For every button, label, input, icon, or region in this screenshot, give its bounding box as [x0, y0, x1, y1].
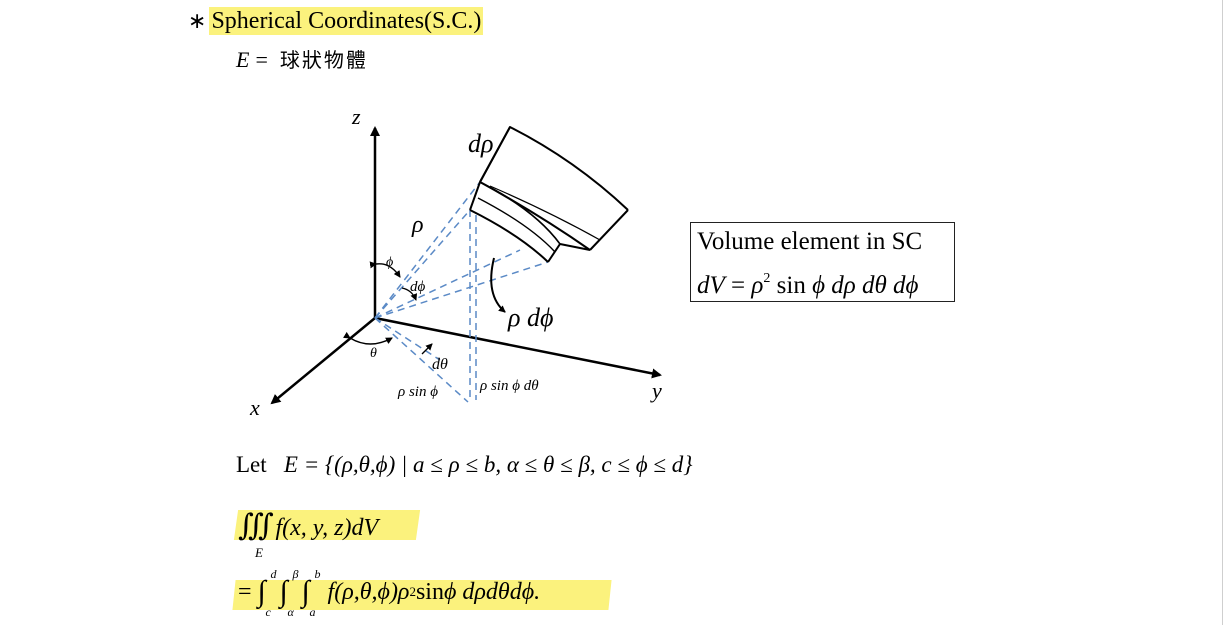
- rho-sinphi-label: ρ sin ϕ: [397, 384, 438, 400]
- volume-exponent: 2: [763, 271, 771, 286]
- section-heading: ∗ Spherical Coordinates(S.C.): [188, 6, 484, 36]
- volume-box-title: Volume element in SC: [697, 228, 923, 255]
- rho-dphi-label: ρ dϕ: [507, 303, 553, 332]
- volume-eq: =: [724, 272, 752, 299]
- page-edge: [1222, 0, 1223, 625]
- set-expression: E = {(ρ,θ,ϕ) | a ≤ ρ ≤ b, α ≤ θ ≤ β, c ≤…: [283, 452, 693, 477]
- iterated-exponent: 2: [409, 584, 416, 599]
- dtheta-arc: [421, 343, 433, 355]
- integral-region: E: [255, 545, 263, 560]
- asterisk-bullet: ∗: [188, 8, 207, 34]
- construction-lines: [374, 181, 549, 403]
- result-equals: =: [238, 578, 252, 605]
- drho-label: dρ: [468, 129, 493, 158]
- region-set-definition: Let E = {(ρ,θ,ϕ) | a ≤ ρ ≤ b, α ≤ θ ≤ β,…: [236, 452, 692, 478]
- equals-sign: =: [255, 47, 268, 72]
- triple-integral: ∭f(x, y, z)dV: [238, 508, 378, 543]
- integrand: f(x, y, z)dV: [275, 515, 379, 541]
- y-label: y: [650, 378, 662, 403]
- region-variable: E: [236, 47, 250, 72]
- rho-lower-limit: a: [309, 605, 316, 619]
- volume-element-box: Volume element in SC dV = ρ2 sin ϕ dρ dθ…: [690, 222, 955, 302]
- region-description: 球狀物體: [279, 48, 368, 72]
- theta-label: θ: [370, 346, 377, 361]
- heading-title: Spherical Coordinates(S.C.): [209, 7, 484, 35]
- phi-upper-limit: d: [270, 567, 277, 581]
- phi-label: ϕ: [386, 255, 393, 270]
- volume-sin: sin: [770, 272, 813, 299]
- volume-lhs: dV: [697, 272, 725, 299]
- iterated-differentials: ϕ dρdθdϕ.: [443, 578, 541, 605]
- x-axis: [270, 317, 376, 405]
- volume-formula: dV = ρ2 sin ϕ dρ dθ dϕ: [697, 259, 948, 306]
- rho-label: ρ: [411, 212, 424, 238]
- triple-integral-sign: ∭: [238, 509, 274, 542]
- rho-dphi-arrow: [490, 257, 506, 313]
- iterated-sin: sin: [415, 578, 444, 605]
- z-label: z: [351, 104, 361, 129]
- theta-arc: [343, 331, 393, 345]
- dphi-arc: [401, 287, 418, 301]
- volume-terms: ϕ dρ dθ dϕ: [812, 272, 919, 299]
- dphi-label: dϕ: [410, 279, 426, 295]
- phi-arc: [369, 261, 401, 278]
- phi-lower-limit: c: [265, 605, 271, 619]
- rho-upper-limit: b: [314, 567, 321, 581]
- theta-upper-limit: β: [292, 567, 299, 581]
- volume-element-wedge: [469, 126, 629, 263]
- volume-rho: ρ: [751, 272, 764, 299]
- iterated-integrand: f(ρ,θ,ϕ)ρ: [327, 578, 410, 605]
- dtheta-label: dθ: [432, 356, 448, 373]
- theta-lower-limit: α: [287, 605, 294, 619]
- x-label: x: [249, 395, 260, 420]
- let-word: Let: [236, 452, 267, 477]
- y-axis: [374, 316, 662, 379]
- rho-sinphi-dtheta-label: ρ sin ϕ dθ: [479, 378, 539, 394]
- region-definition: E = 球狀物體: [236, 44, 368, 73]
